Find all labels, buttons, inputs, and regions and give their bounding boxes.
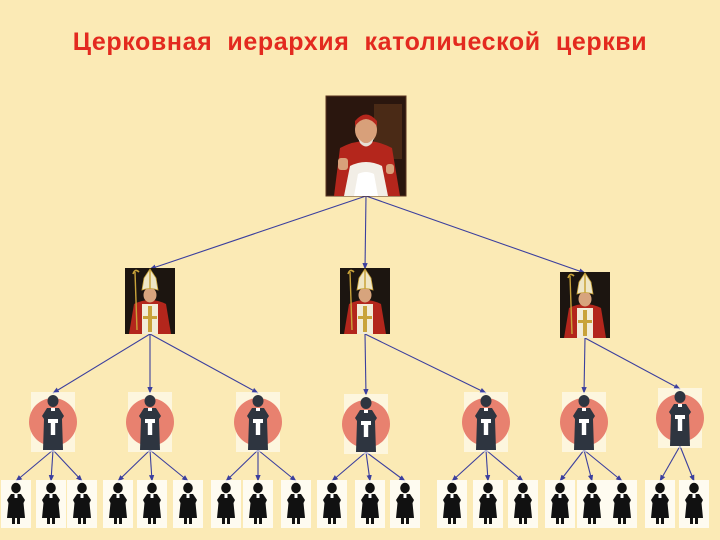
- parishioner-figure: [607, 480, 637, 528]
- parishioner-figure: [103, 480, 133, 528]
- priest-to-parishioner-arrow: [149, 449, 189, 482]
- bishop-to-priest-arrow: [149, 333, 259, 394]
- parishioner-figure: [679, 480, 709, 528]
- parishioner-figure: [508, 480, 538, 528]
- pope-to-bishop-arrow: [362, 195, 368, 270]
- priest-to-parishioner-arrow: [117, 449, 151, 482]
- priest-to-parishioner-arrow: [583, 449, 594, 482]
- bishop-to-priest-arrow: [584, 337, 681, 390]
- priest-to-parishioner-arrow: [484, 449, 491, 482]
- parishioner-figure: [173, 480, 203, 528]
- pope-to-bishop-arrow: [149, 195, 367, 270]
- priest-figure: [29, 392, 77, 452]
- parishioner-figure: [1, 480, 31, 528]
- nodes: [1, 95, 709, 528]
- priest-to-parishioner-arrow: [225, 449, 259, 482]
- parishioner-figure: [281, 480, 311, 528]
- pope-portrait: [325, 95, 407, 197]
- parishioner-figure: [67, 480, 97, 528]
- parishioner-figure: [437, 480, 467, 528]
- priest-to-parishioner-arrow: [583, 449, 623, 482]
- bishop-to-priest-arrow: [364, 333, 487, 394]
- priest-to-parishioner-arrow: [148, 449, 155, 482]
- priest-to-parishioner-arrow: [15, 449, 54, 482]
- parishioner-figure: [36, 480, 66, 528]
- parishioner-figure: [545, 480, 575, 528]
- parishioner-figure: [577, 480, 607, 528]
- bishop-portrait: [124, 267, 176, 335]
- bishop-portrait: [339, 267, 391, 335]
- bishop-to-priest-arrow: [52, 333, 151, 394]
- parishioner-figure: [390, 480, 420, 528]
- slide-title: Церковная иерархия католической церкви: [72, 28, 648, 56]
- parishioner-figure: [137, 480, 167, 528]
- priest-to-parishioner-arrow: [659, 445, 681, 482]
- priest-to-parishioner-arrow: [48, 449, 55, 482]
- priest-figure: [234, 392, 282, 452]
- priest-to-parishioner-arrow: [559, 449, 585, 482]
- priest-figure: [560, 392, 608, 452]
- priest-to-parishioner-arrow: [331, 451, 367, 482]
- priest-figure: [126, 392, 174, 452]
- priest-to-parishioner-arrow: [451, 449, 487, 482]
- parishioner-figure: [317, 480, 347, 528]
- priest-figure: [342, 394, 390, 454]
- priest-figure: [462, 392, 510, 452]
- priest-to-parishioner-arrow: [365, 451, 406, 482]
- priest-to-parishioner-arrow: [365, 451, 372, 482]
- pope-to-bishop-arrow: [365, 195, 586, 274]
- parishioner-figure: [355, 480, 385, 528]
- priest-to-parishioner-arrow: [257, 449, 297, 482]
- parishioner-figure: [645, 480, 675, 528]
- priest-figure: [656, 388, 704, 448]
- parishioner-figure: [473, 480, 503, 528]
- parishioner-figure: [211, 480, 241, 528]
- bishop-to-priest-arrow: [363, 333, 369, 396]
- priest-to-parishioner-arrow: [52, 449, 83, 482]
- bishop-to-priest-arrow: [581, 337, 587, 394]
- bishop-portrait: [559, 271, 611, 339]
- priest-to-parishioner-arrow: [679, 445, 695, 482]
- parishioner-figure: [243, 480, 273, 528]
- connectors: [15, 195, 695, 482]
- priest-to-parishioner-arrow: [485, 449, 524, 482]
